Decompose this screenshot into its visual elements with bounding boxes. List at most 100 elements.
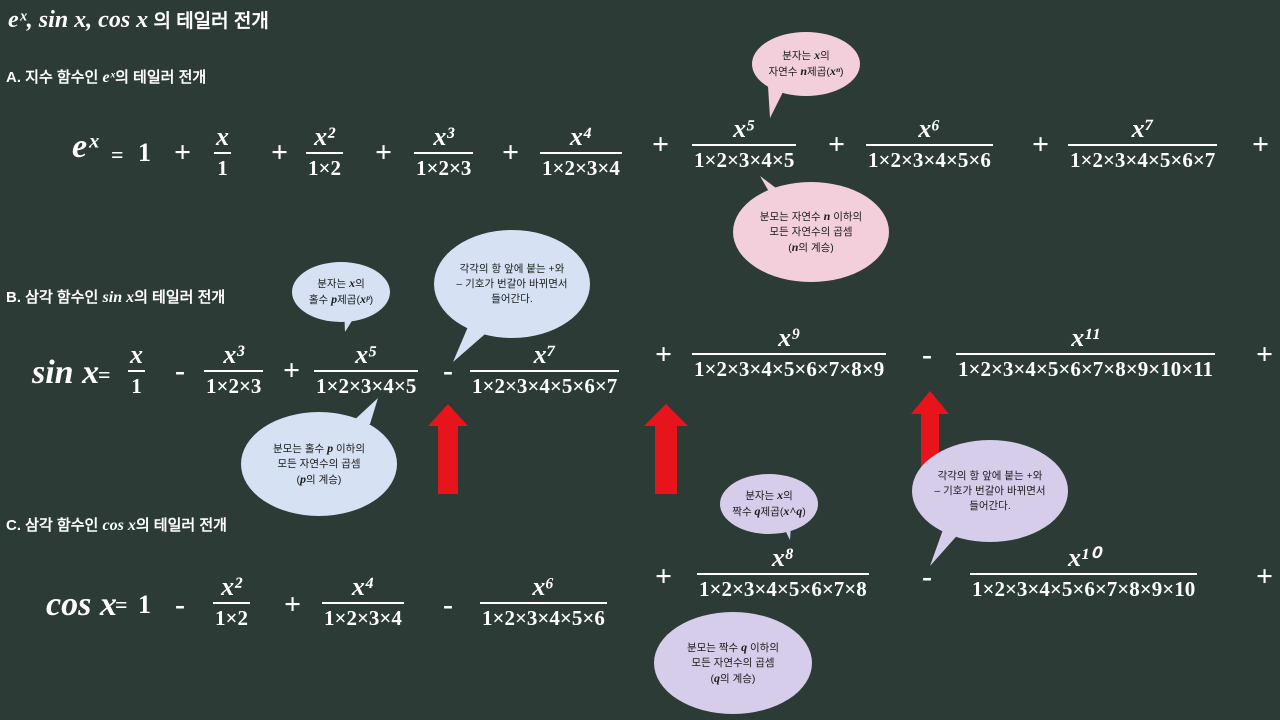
- bubble-math: x: [777, 488, 784, 502]
- up-arrow-icon: [428, 404, 468, 494]
- bubble-math: p: [300, 471, 307, 486]
- cos-term-2-bar: [322, 602, 404, 604]
- sin-term-2-bar: [204, 370, 264, 372]
- cos-term-2-den: 1×2×3×4: [324, 606, 402, 630]
- sin-op-6: -: [922, 338, 932, 371]
- exp-term-2-num: x²: [314, 122, 335, 151]
- bubble-text: 이하의: [830, 210, 863, 223]
- sin-term-6-den: 1×2×3×4×5×6×7×8×9×10×11: [958, 357, 1214, 381]
- bubble-text: ): [369, 294, 374, 306]
- exp-term-4-den: 1×2×3×4: [542, 156, 620, 180]
- bubble-math: q: [741, 639, 748, 654]
- bubble-text: 이하의: [333, 442, 366, 455]
- sin-term-4-num: x⁷: [533, 340, 556, 369]
- cos-term-4-bar: [697, 573, 869, 575]
- sin-op-2: -: [175, 354, 185, 387]
- exp-op-6: +: [828, 128, 846, 161]
- sin-op-5: +: [655, 338, 673, 371]
- cos-sign-bubble: 각각의 항 앞에 붙는 +와 – 기호가 번갈아 바뀌면서 들어간다.: [912, 440, 1068, 542]
- bubble-text: (: [296, 473, 301, 486]
- sin-term-3-den: 1×2×3×4×5: [316, 374, 417, 398]
- exp-term-6-num: x⁶: [918, 114, 941, 143]
- sin-lhs: sin x: [32, 354, 100, 391]
- bubble-math: p: [331, 292, 338, 306]
- cos-denominator-bubble: 분모는 짝수 q 이하의 모든 자연수의 곱셈 (q의 계승): [654, 612, 812, 714]
- exp-term-3-den: 1×2×3: [416, 156, 472, 180]
- cos-term-1-den: 1×2: [215, 606, 248, 630]
- sin-term-6-num: x¹¹: [1071, 323, 1100, 352]
- sin-term-5-bar: [692, 353, 887, 355]
- sin-term-1-bar: [128, 370, 145, 372]
- exp-term-6-bar: [866, 144, 993, 146]
- bubble-text: 각각의 항 앞에 붙는 +와: [937, 469, 1043, 482]
- bubble-math: xⁿ: [829, 64, 841, 78]
- bubble-text: 짝수: [732, 506, 755, 518]
- bubble-text: 이하의: [747, 641, 780, 654]
- exp-term-4-bar: [540, 152, 622, 154]
- bubble-math: q: [754, 504, 761, 518]
- sin-term-4-den: 1×2×3×4×5×6×7: [472, 374, 618, 398]
- exp-term-4-num: x⁴: [569, 122, 592, 151]
- bubble-text: 모든 자연수의 곱셈: [277, 457, 361, 470]
- exp-term-3-num: x³: [433, 122, 455, 151]
- bubble-text: (: [788, 241, 792, 254]
- bubble-text: ): [840, 66, 844, 78]
- bubble-text: 분모는 홀수: [272, 442, 328, 455]
- cos-term-1-bar: [213, 602, 250, 604]
- bubble-math: x: [814, 48, 821, 62]
- exp-const: 1: [138, 138, 151, 167]
- exp-term-1-den: 1: [217, 156, 228, 180]
- exp-term-2-bar: [306, 152, 343, 154]
- exp-trailing-op: +: [1252, 128, 1270, 161]
- sin-term-4-bar: [470, 370, 620, 372]
- exp-op-5: +: [652, 128, 670, 161]
- exp-op-7: +: [1032, 128, 1050, 161]
- exp-denominator-bubble: 분모는 자연수 n 이하의 모든 자연수의 곱셈 (n의 계승): [733, 182, 889, 282]
- exp-lhs: eˣ: [72, 128, 99, 165]
- bubble-text: 분자는: [317, 278, 350, 290]
- cos-op-4: +: [655, 560, 673, 593]
- bubble-math: n: [800, 64, 808, 78]
- exp-term-3-bar: [414, 152, 474, 154]
- sin-equals: =: [98, 362, 111, 387]
- section-b-suffix: 의 테일러 전개: [134, 289, 226, 306]
- exp-term-2: x² 1×2: [306, 122, 343, 182]
- exp-numerator-bubble: 분자는 x의 자연수 n제곱(xⁿ): [752, 32, 860, 96]
- section-b-prefix: B. 삼각 함수인: [6, 289, 103, 306]
- cos-trailing-op: +: [1256, 560, 1274, 593]
- sin-trailing-op: +: [1256, 338, 1274, 371]
- sin-op-4: -: [443, 354, 453, 387]
- exp-term-2-den: 1×2: [308, 156, 341, 180]
- cos-term-5-bar: [970, 573, 1198, 575]
- exp-term-7-bar: [1068, 144, 1218, 146]
- bubble-text: 들어간다.: [491, 292, 533, 305]
- bubble-text: 의 계승): [798, 241, 834, 254]
- exp-term-7-num: x⁷: [1131, 114, 1154, 143]
- cos-numerator-bubble: 분자는 x의 짝수 q제곱(x^q): [720, 474, 818, 534]
- exp-term-7-den: 1×2×3×4×5×6×7: [1070, 148, 1216, 172]
- sin-denominator-bubble: 분모는 홀수 p 이하의 모든 자연수의 곱셈 (p의 계승): [241, 412, 397, 516]
- bubble-text: 의 계승): [720, 672, 756, 685]
- section-b-heading: B. 삼각 함수인 sin x의 테일러 전개: [6, 286, 225, 307]
- cos-term-5-den: 1×2×3×4×5×6×7×8×9×10: [972, 577, 1196, 601]
- bubble-text: – 기호가 번갈아 바뀌면서: [934, 484, 1046, 497]
- exp-term-5-bar: [692, 144, 797, 146]
- bubble-math: x^q: [783, 504, 803, 518]
- bubble-text: 들어간다.: [969, 499, 1011, 512]
- bubble-text: 홀수: [308, 294, 332, 306]
- sin-term-6-bar: [956, 353, 1216, 355]
- sin-op-3: +: [283, 354, 301, 387]
- up-arrow-icon: [644, 404, 688, 494]
- exp-term-1-bar: [214, 152, 231, 154]
- sin-term-5-num: x⁹: [778, 323, 801, 352]
- bubble-math: q: [714, 670, 721, 685]
- exp-op-4: +: [502, 136, 520, 169]
- bubble-text: 제곱(: [807, 66, 830, 78]
